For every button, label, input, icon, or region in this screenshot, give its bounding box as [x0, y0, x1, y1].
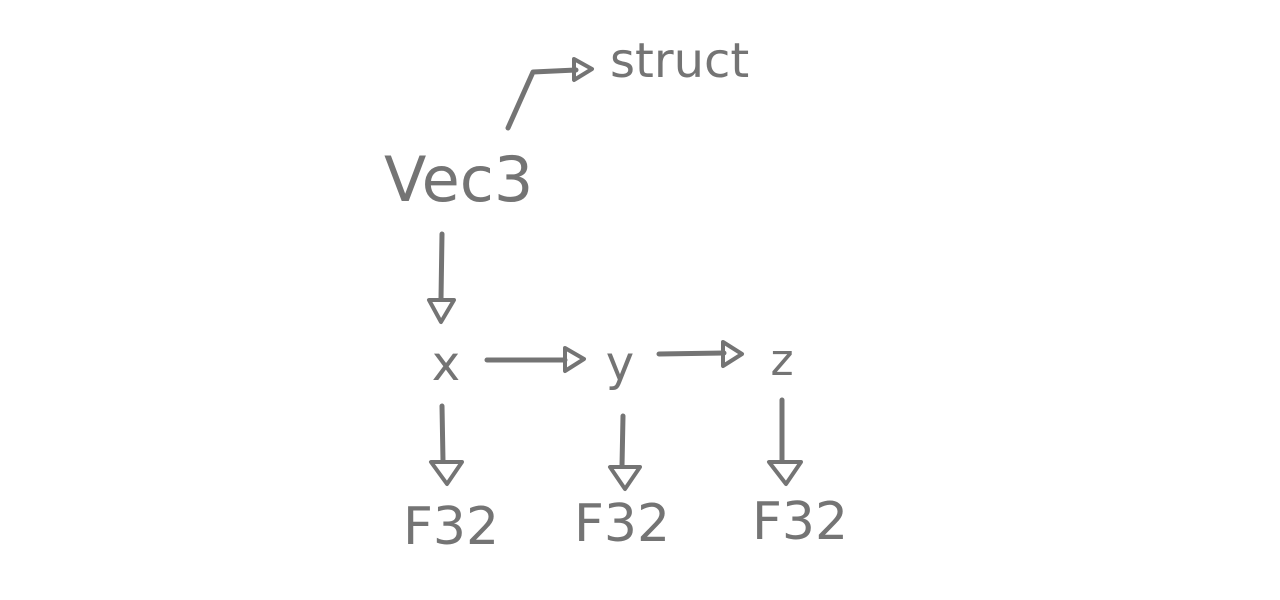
root-to-x-arrowhead [427, 298, 456, 324]
y-type-line [619, 413, 626, 469]
x-type-arrow [429, 403, 464, 486]
root-to-struct-arrowhead [572, 57, 594, 82]
y-type-arrowhead [608, 465, 642, 491]
root-to-struct-arrow [505, 57, 594, 131]
struct-label: struct [610, 33, 749, 89]
x-to-y-arrow [484, 346, 586, 373]
x-to-y-arrowhead [563, 346, 586, 373]
field-y-label: y [606, 336, 634, 392]
field-z-type-label: F32 [752, 492, 848, 552]
field-x-label: x [432, 336, 460, 392]
y-to-z-line [656, 350, 727, 357]
root-label: Vec3 [384, 143, 533, 216]
y-type-arrow [608, 413, 642, 491]
y-to-z-arrowhead [721, 340, 744, 368]
root-to-x-line [438, 231, 445, 302]
root-to-x-arrow [427, 231, 456, 324]
y-to-z-arrow [656, 340, 744, 368]
root-to-struct-line [505, 67, 579, 131]
z-type-arrow [767, 397, 803, 486]
z-type-arrowhead [767, 460, 803, 486]
x-type-arrowhead [429, 460, 464, 486]
field-y-type-label: F32 [574, 494, 670, 554]
field-x-type-label: F32 [403, 497, 499, 557]
x-type-line [439, 403, 446, 464]
field-z-label: z [770, 335, 793, 386]
